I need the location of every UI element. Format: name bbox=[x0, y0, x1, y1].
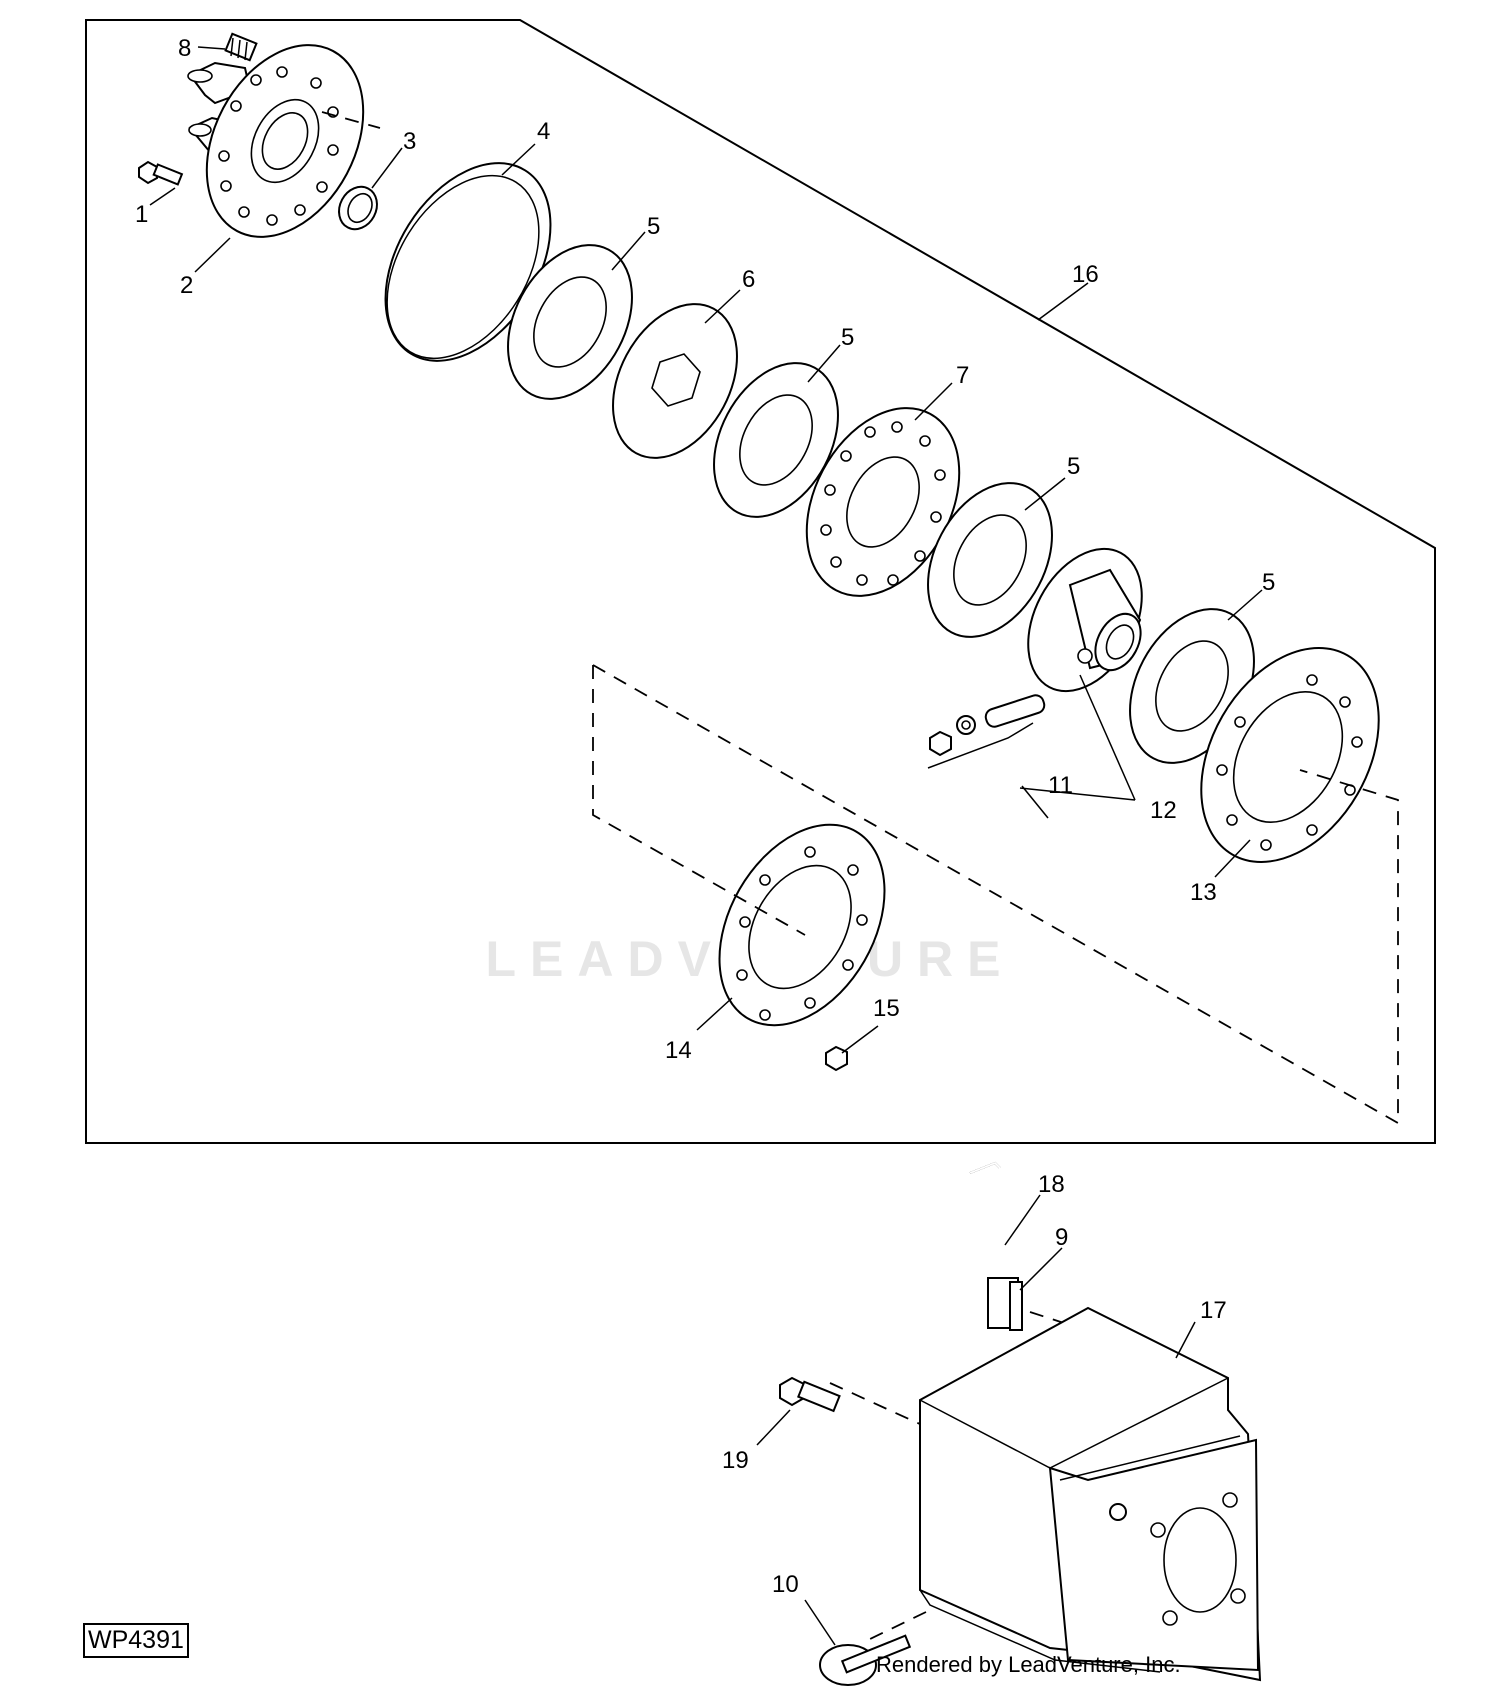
part-housing-bolt bbox=[779, 1376, 841, 1413]
part-clip bbox=[987, 1277, 1023, 1331]
callout-18: 18 bbox=[1038, 1171, 1065, 1198]
callout-5a: 5 bbox=[647, 213, 660, 240]
assembly-boundary bbox=[85, 19, 1436, 1144]
callout-15: 15 bbox=[873, 995, 900, 1022]
callout-13: 13 bbox=[1190, 879, 1217, 906]
callout-8: 8 bbox=[178, 35, 191, 62]
part-lynch-pin bbox=[819, 1634, 912, 1686]
callout-19: 19 bbox=[722, 1447, 749, 1474]
part-gasket-outer bbox=[1200, 647, 1380, 863]
reference-code: WP4391 bbox=[83, 1623, 189, 1658]
callout-1: 1 bbox=[135, 201, 148, 228]
callout-6: 6 bbox=[742, 266, 755, 293]
part-stud bbox=[224, 32, 258, 62]
part-friction-disc-3 bbox=[927, 482, 1053, 638]
callout-5b: 5 bbox=[841, 324, 854, 351]
part-nut bbox=[825, 1045, 848, 1072]
alignment-lines bbox=[321, 111, 1399, 1641]
callout-7: 7 bbox=[956, 362, 969, 389]
part-bushing bbox=[338, 185, 378, 231]
part-flange-yoke bbox=[187, 44, 365, 238]
part-friction-disc-2 bbox=[713, 362, 839, 518]
callout-5c: 5 bbox=[1067, 453, 1080, 480]
callout-11: 11 bbox=[1048, 772, 1073, 799]
part-bolt bbox=[138, 160, 184, 186]
callout-12: 12 bbox=[1150, 797, 1177, 824]
part-friction-disc-1 bbox=[507, 244, 633, 400]
callout-labels: 8 1 2 3 4 5 6 5 7 5 5 16 11 12 13 14 15 … bbox=[135, 35, 1275, 1598]
part-bolt-plate bbox=[805, 407, 961, 597]
callout-3: 3 bbox=[403, 128, 416, 155]
part-hex-plate bbox=[612, 303, 738, 459]
callout-10: 10 bbox=[772, 1571, 799, 1598]
callout-17: 17 bbox=[1200, 1297, 1227, 1324]
part-shear-bolt-set bbox=[929, 694, 1046, 757]
leader-lines bbox=[149, 46, 1263, 1646]
callout-4: 4 bbox=[537, 118, 550, 145]
callout-9: 9 bbox=[1055, 1224, 1068, 1251]
render-credit: Rendered by LeadVenture, Inc. bbox=[876, 1652, 1181, 1677]
callout-5d: 5 bbox=[1262, 569, 1275, 596]
callout-14: 14 bbox=[665, 1037, 692, 1064]
part-l-pin bbox=[969, 1161, 1001, 1265]
callout-16: 16 bbox=[1072, 261, 1099, 288]
callout-2: 2 bbox=[180, 272, 193, 299]
part-gasket-inner bbox=[718, 823, 886, 1027]
part-shield-housing bbox=[919, 1306, 1262, 1682]
part-splined-hub bbox=[1027, 547, 1143, 693]
